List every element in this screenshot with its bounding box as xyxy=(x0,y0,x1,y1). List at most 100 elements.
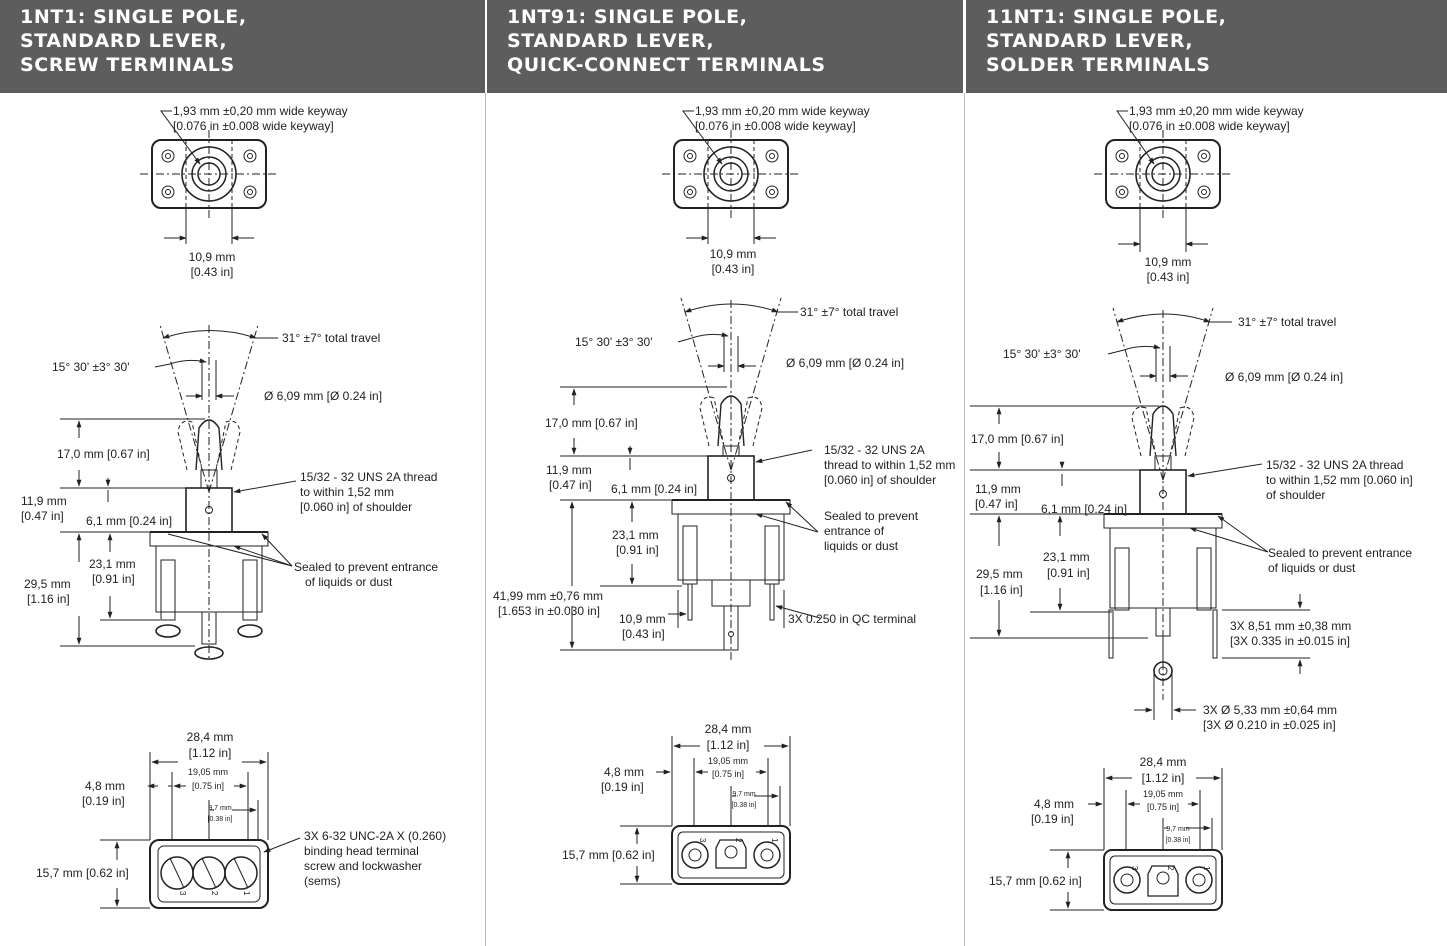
p2-sealed-line-3: liquids or dust xyxy=(824,539,899,553)
p1-thread-line-1: 15/32 - 32 UNS 2A thread xyxy=(300,470,437,484)
p1-total-h-in: [1.16 in] xyxy=(27,592,70,606)
panel-2-labels: 1,93 mm ±0,20 mm wide keyway [0.076 in ±… xyxy=(493,104,955,862)
panel-2-header: 1NT91: SINGLE POLE, STANDARD LEVER, QUIC… xyxy=(487,0,963,93)
p2-travel: 31° ±7° total travel xyxy=(800,305,898,319)
panel-1-top-view xyxy=(140,110,278,244)
p2-width-in: [0.43 in] xyxy=(712,262,755,276)
p3-diameter: Ø 6,09 mm [Ø 0.24 in] xyxy=(1225,370,1343,384)
p1-note-line-1: 3X 6-32 UNC-2A X (0.260) xyxy=(304,829,446,843)
p1-w2-in: [0.75 in] xyxy=(192,781,224,791)
p3-total-h-in: [1.16 in] xyxy=(980,583,1023,597)
p2-thread-line-1: 15/32 - 32 UNS 2A xyxy=(824,443,925,457)
panel-1-drawing xyxy=(60,110,301,909)
p1-w3-mm: 9,7 mm xyxy=(208,805,232,812)
p3-w2-in: [0.75 in] xyxy=(1147,802,1179,812)
p3-body-h-mm: 23,1 mm xyxy=(1043,550,1090,564)
panel-3-title-line-2: STANDARD LEVER, xyxy=(986,30,1194,52)
p3-thread-line-3: of shoulder xyxy=(1266,488,1325,502)
column-divider-2 xyxy=(964,93,965,946)
p2-edge-mm: 4,8 mm xyxy=(604,765,644,779)
p3-term-len-mm: 3X 8,51 mm ±0,38 mm xyxy=(1230,619,1351,633)
p2-body-h-mm: 23,1 mm xyxy=(612,528,659,542)
p3-keyway-line-1: 1,93 mm ±0,20 mm wide keyway xyxy=(1129,104,1304,118)
p1-w1-in: [1.12 in] xyxy=(189,746,232,760)
p2-w2-mm: 19,05 mm xyxy=(708,756,748,766)
p3-bottom-height: 15,7 mm [0.62 in] xyxy=(989,874,1082,888)
panel-2-title-line-2: STANDARD LEVER, xyxy=(507,30,715,52)
p2-half-angle: 15° 30' ±3° 30' xyxy=(575,335,652,349)
panel-2-top-view xyxy=(662,110,800,244)
p2-thread-line-3: [0.060 in] of shoulder xyxy=(824,473,936,487)
p3-width-mm: 10,9 mm xyxy=(1145,255,1192,269)
p1-sealed-line-1: Sealed to prevent entrance xyxy=(294,560,438,574)
p2-pin-2: 2 xyxy=(734,838,743,843)
panel-3-bottom-view xyxy=(1050,768,1223,911)
p1-edge-in: [0.19 in] xyxy=(82,794,125,808)
p2-w3-mm: 9,7 mm xyxy=(732,791,756,798)
p3-w3-mm: 9,7 mm xyxy=(1166,826,1190,833)
p2-bushing-h-in: [0.47 in] xyxy=(549,478,592,492)
p2-sealed-line-1: Sealed to prevent xyxy=(824,509,919,523)
p2-body-h-in: [0.91 in] xyxy=(616,543,659,557)
p1-pin-2: 2 xyxy=(210,891,219,896)
column-divider-1 xyxy=(485,93,486,946)
panel-3-side-view xyxy=(970,307,1310,720)
p1-bottom-height: 15,7 mm [0.62 in] xyxy=(36,866,129,880)
p2-bottom-height: 15,7 mm [0.62 in] xyxy=(562,848,655,862)
p2-total-h-mm: 41,99 mm ±0,76 mm xyxy=(493,589,603,603)
p1-bushing-d: 6,1 mm [0.24 in] xyxy=(86,514,172,528)
p3-travel: 31° ±7° total travel xyxy=(1238,315,1336,329)
p1-lever-height: 17,0 mm [0.67 in] xyxy=(57,447,150,461)
p2-bushing-h-mm: 11,9 mm xyxy=(546,463,592,477)
panel-3-labels: 1,93 mm ±0,20 mm wide keyway [0.076 in ±… xyxy=(971,104,1413,888)
p3-half-angle: 15° 30' ±3° 30' xyxy=(1003,347,1080,361)
panel-2-bottom-view xyxy=(620,736,791,885)
p1-w2-mm: 19,05 mm xyxy=(188,767,228,777)
p2-term-w-mm: 10,9 mm xyxy=(619,612,666,626)
panel-2-title-line-3: QUICK-CONNECT TERMINALS xyxy=(507,54,826,76)
p1-w3-in: [0.38 in] xyxy=(208,816,233,823)
p2-w1-in: [1.12 in] xyxy=(707,738,750,752)
p1-body-h-in: [0.91 in] xyxy=(92,572,135,586)
p3-thread-line-2: to within 1,52 mm [0.060 in] xyxy=(1266,473,1413,487)
p1-body-h-mm: 23,1 mm xyxy=(89,557,136,571)
p3-pin-1: 1 xyxy=(1202,866,1211,871)
p3-total-h-mm: 29,5 mm xyxy=(976,567,1023,581)
p3-sealed-line-2: of liquids or dust xyxy=(1268,561,1356,575)
p1-diameter: Ø 6,09 mm [Ø 0.24 in] xyxy=(264,389,382,403)
p3-hole-mm: 3X Ø 5,33 mm ±0,64 mm xyxy=(1203,703,1337,717)
p1-keyway-line-2: [0.076 in ±0.008 wide keyway] xyxy=(173,119,334,133)
p2-term-w-in: [0.43 in] xyxy=(622,627,665,641)
p1-half-angle: 15° 30' ±3° 30' xyxy=(52,360,129,374)
p2-thread-line-2: thread to within 1,52 mm xyxy=(824,458,955,472)
panel-1-title-line-3: SCREW TERMINALS xyxy=(20,54,235,76)
p1-travel: 31° ±7° total travel xyxy=(282,331,380,345)
p3-body-h-in: [0.91 in] xyxy=(1047,566,1090,580)
p2-qc-note: 3X 0.250 in QC terminal xyxy=(788,612,916,626)
panel-1-side-view xyxy=(60,324,297,660)
p2-pin-3: 3 xyxy=(698,838,707,843)
p1-bushing-h-mm: 11,9 mm xyxy=(21,494,67,508)
p3-bushing-h-in: [0.47 in] xyxy=(975,497,1018,511)
p1-note-line-3: screw and lockwasher xyxy=(304,859,422,873)
p3-term-len-in: [3X 0.335 in ±0.015 in] xyxy=(1230,634,1350,648)
p3-pin-3: 3 xyxy=(1130,866,1139,871)
p3-w3-in: [0.38 in] xyxy=(1166,837,1191,844)
p2-width-mm: 10,9 mm xyxy=(710,247,757,261)
p3-bushing-h-mm: 11,9 mm xyxy=(975,482,1021,496)
panel-1-labels: 1,93 mm ±0,20 mm wide keyway [0.076 in ±… xyxy=(21,104,446,896)
p3-thread-line-1: 15/32 - 32 UNS 2A thread xyxy=(1266,458,1403,472)
p2-w3-in: [0.38 in] xyxy=(732,802,757,809)
panel-1-bottom-view xyxy=(100,752,301,909)
p2-bushing-d: 6,1 mm [0.24 in] xyxy=(611,482,697,496)
p2-keyway-line-1: 1,93 mm ±0,20 mm wide keyway xyxy=(695,104,870,118)
p1-keyway-line-1: 1,93 mm ±0,20 mm wide keyway xyxy=(173,104,348,118)
p1-width-mm: 10,9 mm xyxy=(189,250,236,264)
p2-w1-mm: 28,4 mm xyxy=(705,722,752,736)
p2-sealed-line-2: entrance of xyxy=(824,524,885,538)
panel-3-title-line-3: SOLDER TERMINALS xyxy=(986,54,1211,76)
p1-width-in: [0.43 in] xyxy=(191,265,234,279)
panel-3-header: 11NT1: SINGLE POLE, STANDARD LEVER, SOLD… xyxy=(966,0,1447,93)
p1-thread-line-2: to within 1,52 mm xyxy=(300,485,394,499)
